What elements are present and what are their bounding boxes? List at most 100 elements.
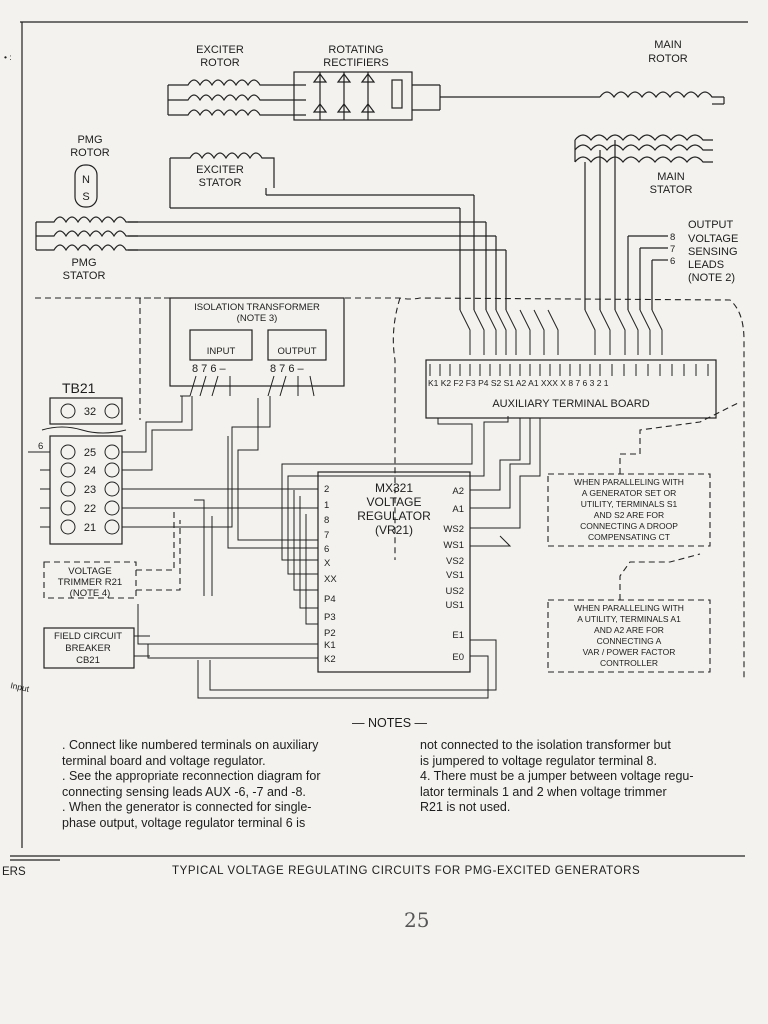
- svg-text:CB21: CB21: [76, 655, 100, 666]
- main-stator-coils: [574, 134, 713, 163]
- svg-text:K1 K2 F2 F3 P4 S2 S1 A2 A1 XXX: K1 K2 F2 F3 P4 S2 S1 A2 A1 XXX X 8 7 6 3…: [428, 378, 609, 388]
- note-line: is jumpered to voltage regulator termina…: [420, 753, 657, 768]
- note-box-var-pf: WHEN PARALLELING WITH A UTILITY, TERMINA…: [547, 553, 711, 673]
- svg-text:SENSING: SENSING: [688, 246, 738, 258]
- svg-text:8: 8: [324, 515, 329, 526]
- notes-title: — NOTES —: [352, 716, 428, 730]
- svg-text:P3: P3: [324, 612, 336, 623]
- svg-text:7: 7: [670, 244, 675, 255]
- exciter-stator-coil: [169, 152, 474, 209]
- svg-text:A GENERATOR SET OR: A GENERATOR SET OR: [582, 488, 676, 498]
- pmg-rotor-label: PMG: [77, 134, 102, 146]
- tb21-terminal-block: TB21 32 25 24 23 22 21 6: [28, 380, 318, 545]
- svg-text:6: 6: [324, 544, 329, 555]
- svg-text:VS2: VS2: [446, 556, 464, 567]
- tb21-term-32: 32: [60, 403, 120, 419]
- svg-text:7: 7: [324, 530, 329, 541]
- pmg-stator-coils: [35, 216, 506, 252]
- svg-text:CONNECTING A: CONNECTING A: [597, 636, 662, 646]
- notes-column-2: not connected to the isolation transform…: [420, 738, 750, 816]
- svg-text:2: 2: [324, 484, 329, 495]
- exciter-rotor-coils: [167, 79, 306, 117]
- stator-leads: [459, 140, 616, 310]
- svg-text:BREAKER: BREAKER: [65, 643, 111, 654]
- voltage-trimmer: VOLTAGE TRIMMER R21 (NOTE 4): [43, 510, 181, 599]
- notes-column-1: . Connect like numbered terminals on aux…: [62, 738, 402, 831]
- svg-text:WS2: WS2: [443, 524, 464, 535]
- svg-text:K2: K2: [324, 654, 336, 665]
- harness-dash-mid: [392, 297, 401, 560]
- pmg-rotor-magnet: N S: [74, 164, 98, 208]
- note-line: connecting sensing leads AUX -6, -7 and …: [62, 784, 306, 799]
- svg-text:MX321: MX321: [375, 481, 413, 495]
- tb21-term-25: 25: [60, 444, 120, 460]
- svg-text:Input: Input: [10, 680, 31, 694]
- svg-text:AND A2 ARE FOR: AND A2 ARE FOR: [594, 625, 664, 635]
- svg-text:A2: A2: [452, 486, 464, 497]
- svg-text:STATOR: STATOR: [650, 184, 693, 196]
- svg-text:N: N: [82, 174, 90, 186]
- rotating-rectifiers: [293, 71, 441, 121]
- svg-text:UTILITY, TERMINALS S1: UTILITY, TERMINALS S1: [581, 499, 678, 509]
- svg-text:25: 25: [84, 447, 96, 459]
- svg-text:6: 6: [670, 256, 675, 267]
- svg-text:(VR21): (VR21): [375, 523, 413, 537]
- svg-text:STATOR: STATOR: [199, 177, 242, 189]
- svg-text:ROTOR: ROTOR: [70, 147, 110, 159]
- svg-text:REGULATOR: REGULATOR: [357, 509, 431, 523]
- tb21-term-22: 22: [60, 500, 120, 516]
- svg-text:(NOTE 2): (NOTE 2): [688, 272, 735, 284]
- svg-text:OUTPUT: OUTPUT: [277, 346, 316, 357]
- main-stator-label: MAIN: [657, 171, 685, 183]
- svg-text:32: 32: [84, 406, 96, 418]
- svg-text:VAR / POWER FACTOR: VAR / POWER FACTOR: [583, 647, 676, 657]
- note-line: terminal board and voltage regulator.: [62, 753, 266, 768]
- svg-text:X: X: [324, 558, 331, 569]
- svg-text:ROTOR: ROTOR: [200, 57, 240, 69]
- svg-text:23: 23: [84, 484, 96, 496]
- svg-text:ROTOR: ROTOR: [648, 53, 688, 65]
- svg-text:TRIMMER R21: TRIMMER R21: [58, 577, 122, 588]
- svg-text:RECTIFIERS: RECTIFIERS: [323, 57, 388, 69]
- svg-text:(NOTE 3): (NOTE 3): [237, 313, 278, 324]
- svg-text:6: 6: [38, 441, 43, 452]
- output-sensing-label: OUTPUT: [688, 219, 734, 231]
- rotating-rectifiers-label: ROTATING: [328, 44, 383, 56]
- svg-text:A1: A1: [452, 504, 464, 515]
- note-line: . Connect like numbered terminals on aux…: [62, 738, 319, 752]
- svg-text:LEADS: LEADS: [688, 259, 724, 271]
- main-rotor-coil: [440, 91, 725, 105]
- svg-text:22: 22: [84, 503, 96, 515]
- svg-text:VOLTAGE: VOLTAGE: [688, 233, 738, 245]
- svg-text:INPUT: INPUT: [207, 346, 236, 357]
- svg-text:STATOR: STATOR: [63, 270, 106, 282]
- footer-left-text: ERS: [2, 866, 26, 878]
- svg-text:K1: K1: [324, 640, 336, 651]
- isolation-transformer: ISOLATION TRANSFORMER (NOTE 3) INPUT OUT…: [169, 297, 345, 397]
- svg-text:VOLTAGE: VOLTAGE: [367, 495, 422, 509]
- svg-text:ISOLATION TRANSFORMER: ISOLATION TRANSFORMER: [194, 302, 320, 313]
- note-line: phase output, voltage regulator terminal…: [62, 815, 306, 830]
- note-box-droop-ct: WHEN PARALLELING WITH A GENERATOR SET OR…: [547, 401, 741, 547]
- svg-text:P4: P4: [324, 594, 336, 605]
- svg-text:AUXILIARY TERMINAL BOARD: AUXILIARY TERMINAL BOARD: [492, 398, 649, 410]
- note-line: lator terminals 1 and 2 when voltage tri…: [420, 784, 667, 799]
- note-line: . When the generator is connected for si…: [62, 800, 312, 814]
- svg-text:WS1: WS1: [443, 540, 464, 551]
- tb21-term-23: 23: [60, 481, 120, 497]
- svg-text:S: S: [82, 191, 89, 203]
- auxiliary-terminal-board: K1 K2 F2 F3 P4 S2 S1 A2 A1 XXX X 8 7 6 3…: [425, 359, 717, 419]
- svg-text:US2: US2: [446, 586, 464, 597]
- harness-dash-top: [35, 297, 745, 680]
- svg-text:CONTROLLER: CONTROLLER: [600, 658, 658, 668]
- figure-caption: TYPICAL VOLTAGE REGULATING CIRCUITS FOR …: [172, 865, 641, 877]
- svg-text:VOLTAGE: VOLTAGE: [68, 566, 111, 577]
- svg-text:WHEN PARALLELING WITH: WHEN PARALLELING WITH: [574, 603, 684, 613]
- svg-text:XX: XX: [324, 574, 337, 585]
- main-rotor-label: MAIN: [654, 39, 682, 51]
- svg-text:24: 24: [84, 465, 96, 477]
- note-line: not connected to the isolation transform…: [420, 738, 671, 752]
- svg-text:1: 1: [324, 500, 329, 511]
- pmg-stator-label: PMG: [71, 257, 96, 269]
